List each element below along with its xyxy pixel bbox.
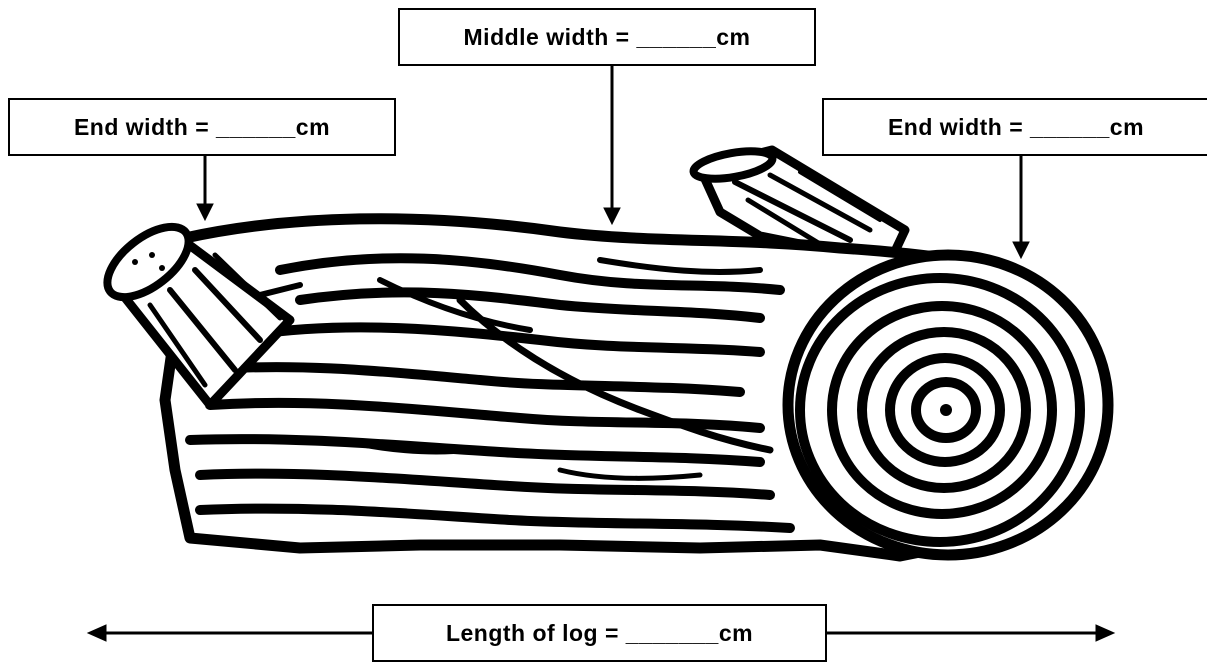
length-arrowhead-right [1096, 625, 1114, 641]
end-width-right-arrowhead [1013, 242, 1029, 258]
end-width-right-label: End width = ______cm [822, 98, 1207, 156]
middle-width-arrowhead [604, 208, 620, 224]
end-width-left-label: End width = ______cm [8, 98, 396, 156]
log-illustration [95, 146, 1108, 556]
middle-width-label: Middle width = ______cm [398, 8, 816, 66]
length-label: Length of log = _______cm [372, 604, 827, 662]
end-width-left-arrowhead [197, 204, 213, 220]
log-end-rings [788, 255, 1108, 555]
length-arrowhead-left [88, 625, 106, 641]
